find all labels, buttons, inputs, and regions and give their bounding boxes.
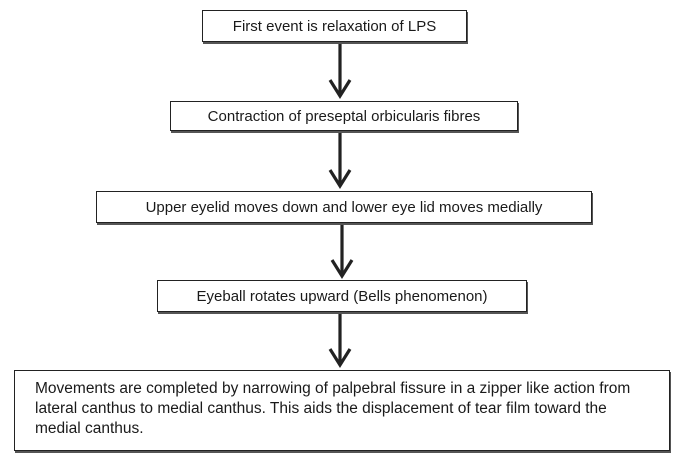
arrow-3-to-4 (330, 224, 354, 280)
arrow-1-to-2 (328, 43, 352, 100)
step-box-1: First event is relaxation of LPS (202, 10, 467, 42)
arrow-2-to-3 (328, 132, 352, 190)
step-text-1: First event is relaxation of LPS (232, 17, 437, 35)
step-text-5: Movements are completed by narrowing of … (35, 380, 631, 437)
step-text-4: Eyeball rotates upward (Bells phenomenon… (196, 287, 488, 305)
step-box-2: Contraction of preseptal orbicularis fib… (170, 101, 518, 131)
step-box-4: Eyeball rotates upward (Bells phenomenon… (157, 280, 527, 312)
step-box-3: Upper eyelid moves down and lower eye li… (96, 191, 592, 223)
step-text-3: Upper eyelid moves down and lower eye li… (145, 198, 543, 216)
arrow-4-to-5 (328, 313, 352, 369)
step-box-5: Movements are completed by narrowing of … (14, 370, 670, 451)
step-text-2: Contraction of preseptal orbicularis fib… (207, 107, 481, 125)
